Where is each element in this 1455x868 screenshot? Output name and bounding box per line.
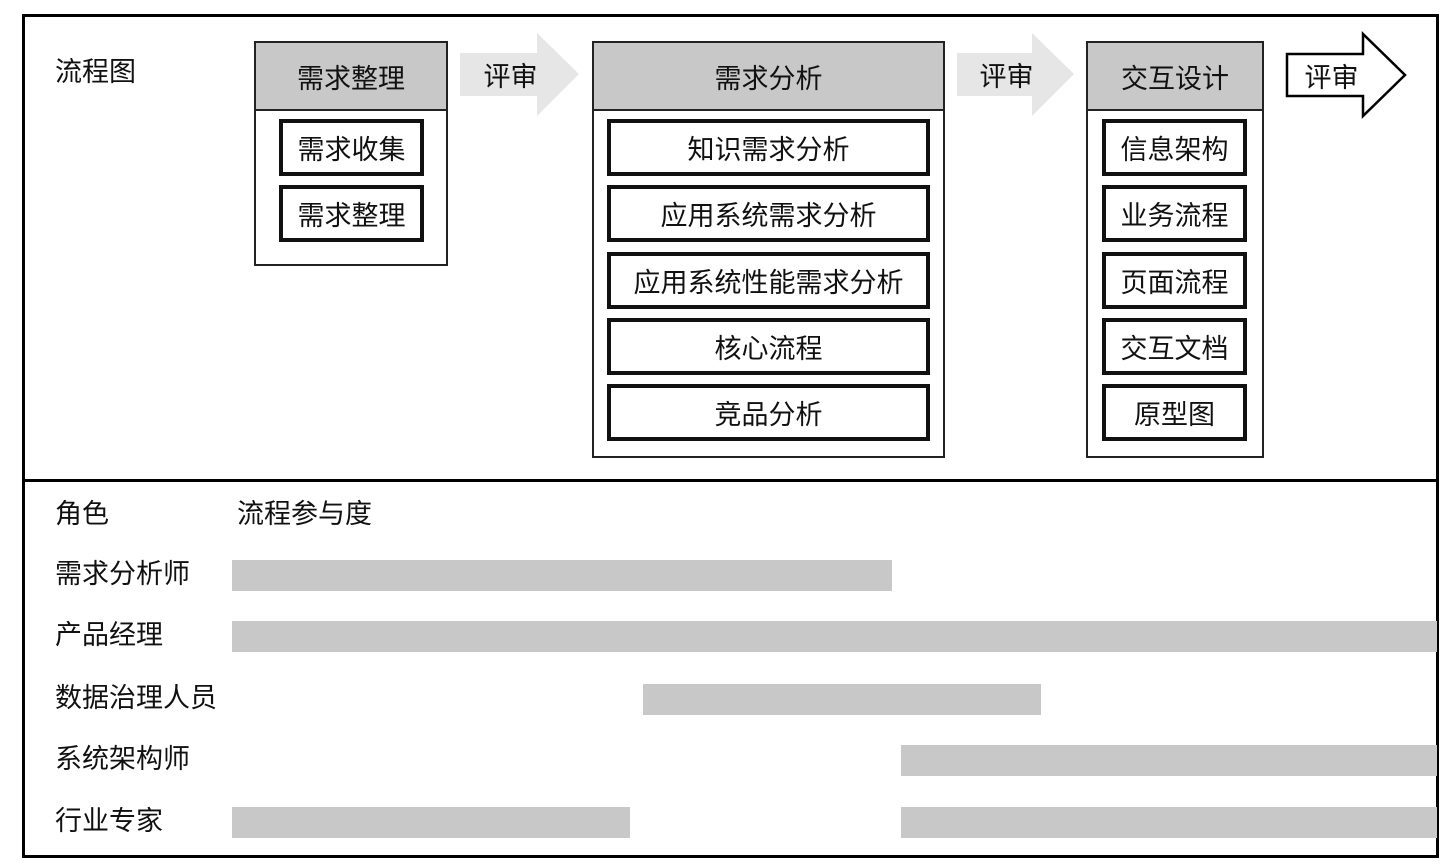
role-label: 行业专家	[55, 806, 163, 837]
arrow-right-icon	[460, 33, 579, 116]
arrow-label: 评审	[1304, 62, 1359, 94]
stage-box: 需求分析 知识需求分析 应用系统需求分析 应用系统性能需求分析 核心流程 竞品分…	[592, 41, 945, 458]
role-label: 产品经理	[55, 620, 163, 651]
stage-title: 需求分析	[594, 43, 943, 111]
review-arrow: 评审	[460, 33, 579, 116]
participation-bar	[900, 807, 1437, 838]
role-label: 系统架构师	[55, 744, 190, 775]
participation-header: 流程参与度	[237, 499, 372, 530]
diagram-frame	[22, 14, 1439, 858]
stage-title: 交互设计	[1088, 43, 1262, 111]
stage-item: 业务流程	[1102, 185, 1247, 242]
stage-item: 竞品分析	[607, 384, 930, 441]
stage-box: 需求整理 需求收集 需求整理	[254, 41, 448, 266]
stage-item: 核心流程	[607, 318, 930, 375]
stage-item: 交互文档	[1102, 318, 1247, 375]
stage-item: 需求整理	[279, 185, 424, 242]
stage-item: 信息架构	[1102, 119, 1247, 176]
diagram-label: 流程图	[55, 57, 136, 88]
arrow-right-icon	[1285, 31, 1407, 119]
stage-item: 应用系统需求分析	[607, 185, 930, 242]
stage-item: 应用系统性能需求分析	[607, 252, 930, 309]
participation-bar	[642, 684, 1041, 715]
stage-item: 知识需求分析	[607, 119, 930, 176]
arrow-label: 评审	[483, 62, 538, 93]
role-label: 数据治理人员	[55, 683, 217, 714]
roles-header: 角色	[55, 499, 109, 530]
stage-title: 需求整理	[256, 43, 446, 111]
participation-bar	[232, 807, 630, 838]
participation-bar	[900, 745, 1437, 776]
section-divider	[22, 479, 1439, 482]
stage-item: 原型图	[1102, 384, 1247, 441]
stage-item: 需求收集	[279, 119, 424, 176]
participation-bar	[232, 621, 1437, 652]
arrow-label: 评审	[979, 62, 1034, 93]
role-label: 需求分析师	[55, 559, 190, 590]
stage-box: 交互设计 信息架构 业务流程 页面流程 交互文档 原型图	[1086, 41, 1264, 458]
arrow-right-icon	[957, 33, 1074, 116]
review-arrow: 评审	[957, 33, 1074, 116]
stage-item: 页面流程	[1102, 252, 1247, 309]
participation-bar	[232, 560, 893, 591]
review-arrow: 评审	[1285, 31, 1408, 119]
